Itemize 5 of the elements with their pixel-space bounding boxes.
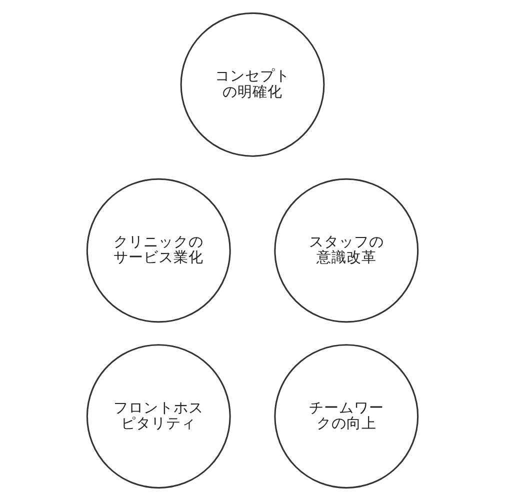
node-circle: フロントホスピタリティ [86, 344, 231, 488]
node-circle: チームワークの向上 [274, 344, 419, 488]
node-circle: コンセプトの明確化 [180, 12, 325, 156]
node-circle: クリニックのサービス業化 [86, 178, 231, 322]
node-circle: スタッフの意識改革 [274, 178, 419, 322]
